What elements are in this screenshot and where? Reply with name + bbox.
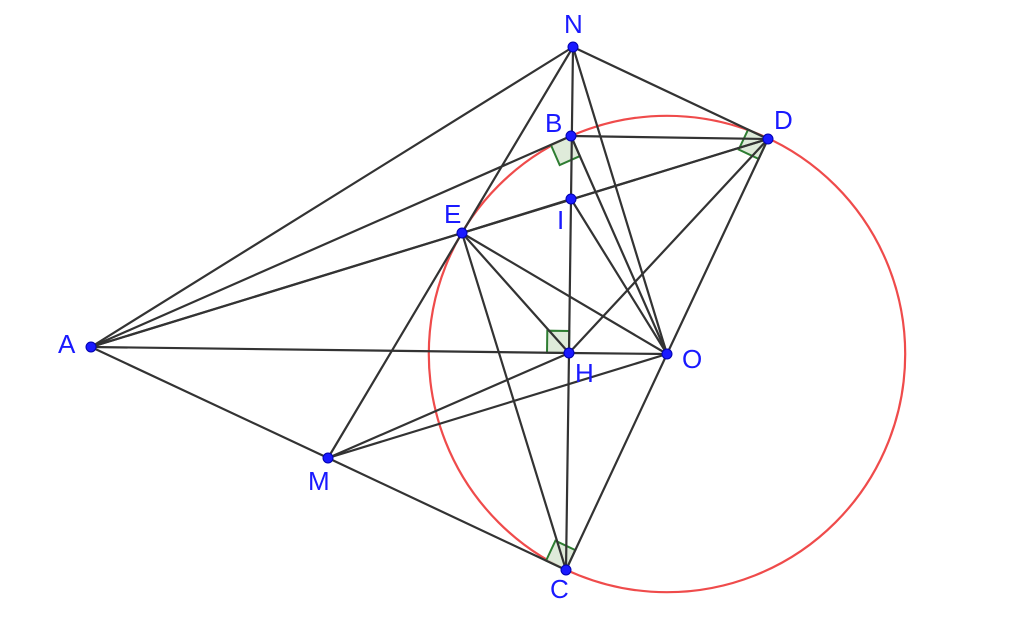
point-M[interactable]	[322, 452, 334, 464]
segment-CO	[564, 352, 669, 572]
point-label-I: I	[557, 205, 564, 235]
point-A[interactable]	[85, 341, 97, 353]
segment-AH	[89, 345, 571, 355]
segment-BD	[569, 134, 770, 141]
circle-center-O	[427, 114, 907, 594]
segment-AN	[89, 45, 575, 349]
point-I[interactable]	[565, 193, 577, 205]
segment-AM	[89, 345, 330, 460]
segment-MH	[326, 351, 571, 460]
point-D[interactable]	[762, 133, 774, 145]
circles-layer	[427, 114, 907, 594]
point-C[interactable]	[560, 564, 572, 576]
labels-layer: N B D I E A H O M C	[58, 9, 793, 604]
segment-EM	[326, 231, 464, 460]
point-label-E: E	[444, 199, 461, 229]
point-label-D: D	[774, 105, 793, 135]
segment-EO	[460, 231, 669, 356]
point-O[interactable]	[661, 348, 673, 360]
segment-MC	[326, 456, 568, 572]
point-label-A: A	[58, 329, 76, 359]
points-layer	[85, 41, 774, 576]
right-angle-mark-B	[549, 134, 582, 167]
segment-NE	[460, 45, 575, 235]
point-E[interactable]	[456, 227, 468, 239]
segment-HO	[567, 351, 669, 356]
point-label-B: B	[545, 108, 562, 138]
point-label-H: H	[575, 358, 594, 388]
point-label-C: C	[550, 574, 569, 604]
segment-DO	[665, 137, 770, 356]
segment-MO	[326, 352, 669, 460]
segment-HC	[564, 351, 571, 572]
point-label-M: M	[308, 466, 330, 496]
point-N[interactable]	[567, 41, 579, 53]
segment-AB	[89, 134, 573, 349]
segment-ND	[571, 45, 770, 141]
segments-layer	[89, 45, 770, 572]
segment-EH	[460, 231, 571, 355]
point-label-O: O	[682, 344, 702, 374]
segment-HD	[567, 137, 770, 355]
segment-IO	[569, 197, 669, 356]
point-H[interactable]	[563, 347, 575, 359]
segment-BO	[569, 134, 669, 356]
point-B[interactable]	[565, 130, 577, 142]
segment-EI	[460, 197, 573, 235]
right-angle-marks-layer	[544, 128, 770, 572]
point-label-N: N	[564, 9, 583, 39]
segment-NO	[571, 45, 669, 356]
